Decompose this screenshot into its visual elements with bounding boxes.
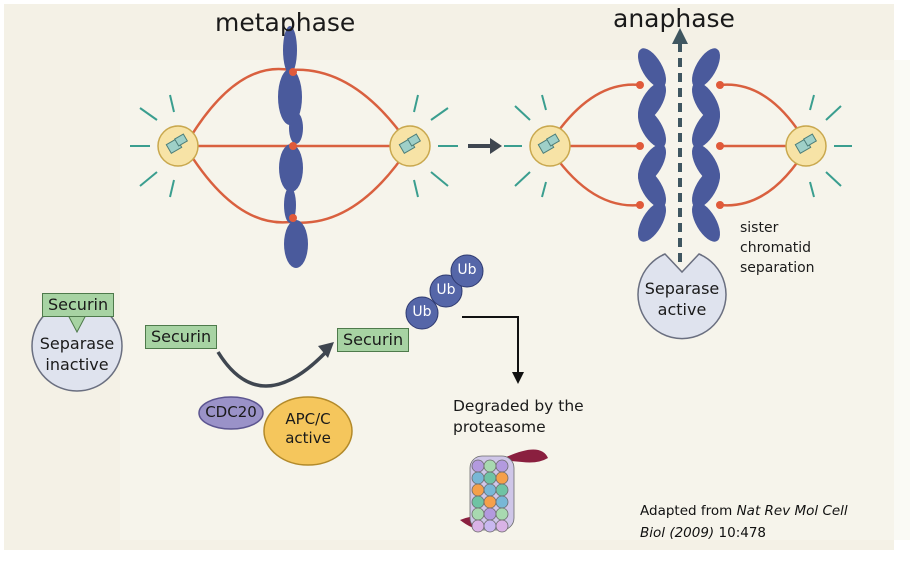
apcc-label: APC/C active	[264, 410, 352, 448]
anaphase-chromatids	[636, 48, 724, 242]
citation-suffix: 10:478	[714, 525, 767, 541]
apcc-line-2: active	[285, 429, 331, 447]
sister-chromatid-separation-label: sister chromatid separation	[740, 218, 815, 278]
securin-free-box: Securin	[145, 325, 218, 349]
ub-label-2: Ub	[436, 282, 456, 298]
ub-label-3: Ub	[457, 262, 477, 278]
separase-inactive-line-2: inactive	[45, 355, 109, 374]
cdc20-label: CDC20	[205, 403, 257, 421]
apcc-line-1: APC/C	[285, 410, 331, 428]
degradation-arrow	[462, 316, 524, 384]
separation-line-2: chromatid	[740, 240, 812, 256]
anaphase-label: anaphase	[613, 4, 735, 33]
proteasome-graphic	[460, 449, 548, 533]
degraded-line-2: proteasome	[453, 418, 546, 436]
separase-inactive-label: Separase inactive	[32, 333, 122, 375]
separase-active-shape	[637, 253, 727, 340]
right-centrosome-anaphase	[785, 94, 852, 198]
left-centrosome-metaphase	[130, 94, 199, 198]
separation-dashed-arrow	[672, 28, 688, 262]
ubiquitination-arrow	[216, 342, 334, 388]
separation-line-3: separation	[740, 260, 815, 276]
degraded-line-1: Degraded by the	[453, 397, 584, 415]
citation-journal-1: Nat Rev Mol Cell	[736, 503, 848, 519]
separase-inactive-line-1: Separase	[39, 334, 115, 353]
metaphase-chromosomes	[278, 26, 308, 268]
securin-bound-box: Securin	[42, 293, 115, 317]
metaphase-spindle	[183, 67, 412, 224]
apcc-shape	[263, 396, 353, 466]
transition-arrow	[468, 138, 502, 154]
separation-line-1: sister	[740, 220, 779, 236]
citation-journal-2: Biol (2009)	[640, 525, 715, 541]
separase-active-line-1: Separase	[644, 279, 720, 298]
left-centrosome-anaphase	[504, 94, 571, 198]
degraded-label: Degraded by the proteasome	[453, 396, 584, 438]
cdc20-shape	[198, 396, 264, 430]
securin-ubiquitinated-box: Securin	[337, 328, 410, 352]
ubiquitin-chain	[405, 254, 484, 330]
right-centrosome-metaphase	[389, 94, 458, 198]
separase-active-label: Separase active	[630, 278, 734, 320]
citation: Adapted from Nat Rev Mol Cell Biol (2009…	[640, 500, 848, 544]
citation-prefix: Adapted from	[640, 503, 737, 519]
separase-active-line-2: active	[657, 300, 707, 319]
metaphase-label: metaphase	[215, 8, 356, 37]
ub-label-1: Ub	[412, 304, 432, 320]
